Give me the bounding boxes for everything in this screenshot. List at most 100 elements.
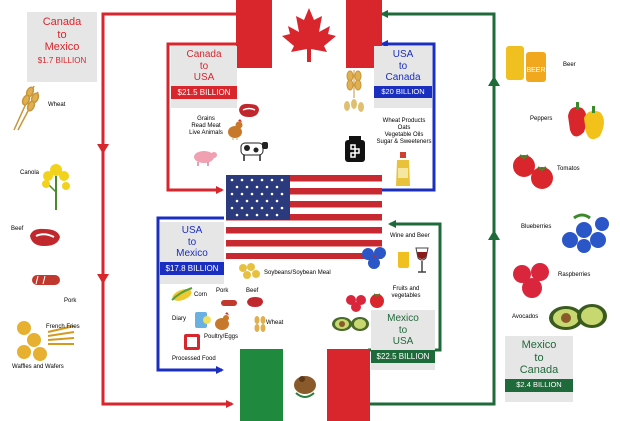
arrow-canada-mexico: [101, 12, 236, 408]
processed-food-icon: [184, 334, 200, 350]
product-french-fries: French Fries: [46, 324, 80, 330]
product-soybeans: Soybeans/Soybean Meal: [264, 270, 331, 276]
product-beef: Beef: [11, 226, 24, 232]
tomato-icon: [370, 293, 384, 308]
corn-icon: [171, 287, 193, 301]
product-sugar-sweeteners: Sugar & Sweeteners: [376, 139, 432, 145]
flow-dest: Mexico: [176, 248, 208, 259]
product-tomatos: Tomatos: [557, 166, 580, 172]
beer-can-text: BEER: [526, 67, 545, 74]
label-canada-to-mexico: Canada to Mexico $1.7 BILLION: [27, 12, 97, 82]
label-mexico-to-usa: Mexico to USA $22.5 BILLION: [371, 310, 435, 370]
product-wheat-us: Wheat: [266, 320, 284, 326]
arrow-canada-usa: [166, 42, 236, 194]
oil-bottle-icon: [396, 152, 410, 186]
flow-value: $1.7 BILLION: [37, 55, 87, 65]
rooster-icon: [228, 119, 243, 140]
steak-icon: [247, 297, 263, 307]
peppers-icon: [568, 102, 604, 140]
steak-icon: [239, 103, 259, 117]
wine-beer-icon: [398, 247, 429, 273]
beer-icon: BEER: [506, 46, 546, 82]
product-raspberries: Raspberries: [558, 272, 591, 278]
flow-from: Mexico: [521, 339, 557, 351]
flow-to-word: to: [57, 28, 67, 41]
arrow-mexico-canada: [368, 10, 496, 406]
product-oats: Oats: [397, 125, 411, 131]
arrow-usa-canada: [380, 40, 436, 192]
sausage-icon: [32, 275, 60, 285]
canada-flag: [236, 0, 382, 68]
product-waffles: Waffles and Wafers: [12, 364, 64, 370]
tomatoes-icon: [513, 154, 553, 189]
arrow-tick-ca-mx-2: [97, 274, 109, 284]
label-usa-to-canada: USA to Canada $20 BILLION: [374, 46, 432, 108]
product-beef-us: Beef: [246, 288, 259, 294]
product-grains: Grains: [197, 116, 215, 122]
flow-dest: Mexico: [44, 41, 80, 54]
product-live-animals: Live Animals: [189, 130, 223, 136]
raspberries-icon: [513, 263, 549, 298]
arrow-tick-mx-ca-2: [488, 76, 500, 86]
flow-to-word: to: [199, 60, 209, 72]
avocado-icon: [549, 304, 607, 330]
flow-from: Canada: [42, 16, 82, 28]
flow-value: $22.5 BILLION: [371, 349, 435, 363]
sugar-jar-icon: [345, 136, 365, 162]
wheat-icon: [346, 70, 362, 98]
product-fruits: Fruits and: [392, 286, 420, 292]
canola-icon: [42, 164, 70, 210]
sausage-icon: [221, 300, 237, 306]
product-vegetables: vegetables: [391, 293, 421, 299]
arrow-usa-mexico: [156, 216, 224, 374]
product-pork: Pork: [64, 298, 77, 304]
product-red-meat: Read Meat: [191, 123, 221, 129]
label-canada-to-usa: Canada to USA $21.5 BILLION: [171, 46, 237, 108]
product-blueberries: Blueberries: [521, 224, 552, 230]
flow-dest: USA: [392, 336, 414, 347]
product-corn: Corn: [194, 292, 208, 298]
arrow-tick-ca-mx-1: [97, 144, 109, 154]
rooster-icon: [215, 312, 229, 330]
product-diary: Diary: [172, 316, 187, 322]
flow-from: Mexico: [387, 313, 419, 324]
product-wheat: Wheat: [48, 102, 66, 108]
raspberries-icon: [346, 295, 366, 312]
flow-from: Canada: [186, 49, 222, 60]
flow-value: $21.5 BILLION: [171, 85, 237, 99]
blueberries-icon: [362, 247, 386, 269]
flow-value: $2.4 BILLION: [505, 378, 573, 392]
product-peppers: Peppers: [530, 116, 553, 122]
flow-to-word: to: [187, 236, 197, 248]
product-wheat-products: Wheat Products: [382, 118, 426, 124]
label-usa-to-mexico: USA to Mexico $17.8 BILLION: [160, 222, 224, 284]
flow-to-word: to: [398, 60, 408, 72]
product-pork-us: Pork: [216, 288, 229, 294]
usa-flag: [226, 175, 382, 259]
wheat-icon: [254, 316, 266, 332]
flow-dest: Canada: [385, 72, 421, 83]
product-wine-beer: Wine and Beer: [390, 233, 430, 239]
waffles-fries-icon: [17, 321, 75, 361]
flow-to-word: to: [534, 351, 544, 364]
flow-dest: USA: [193, 72, 215, 83]
cow-icon: [240, 142, 268, 161]
steak-icon: [30, 228, 60, 246]
flow-value: $20 BILLION: [374, 85, 432, 99]
product-vegetable-oils: Vegetable Oils: [384, 132, 424, 138]
product-beer: Beer: [563, 62, 576, 68]
blueberries-icon: [562, 213, 609, 253]
product-canola: Canola: [20, 170, 40, 176]
oats-icon: [344, 99, 364, 112]
wheat-icon: [13, 85, 40, 131]
pig-icon: [194, 151, 217, 166]
label-mexico-to-canada: Mexico to Canada $2.4 BILLION: [505, 336, 573, 402]
product-processed-food: Processed Food: [172, 356, 216, 362]
flow-to-word: to: [398, 324, 408, 336]
flow-from: USA: [181, 225, 203, 236]
arrow-tick-mx-ca-1: [488, 230, 500, 240]
avocado-icon: [332, 317, 369, 331]
soybeans-icon: [239, 263, 260, 279]
flow-dest: Canada: [519, 364, 559, 377]
milk-icon: [195, 312, 211, 328]
